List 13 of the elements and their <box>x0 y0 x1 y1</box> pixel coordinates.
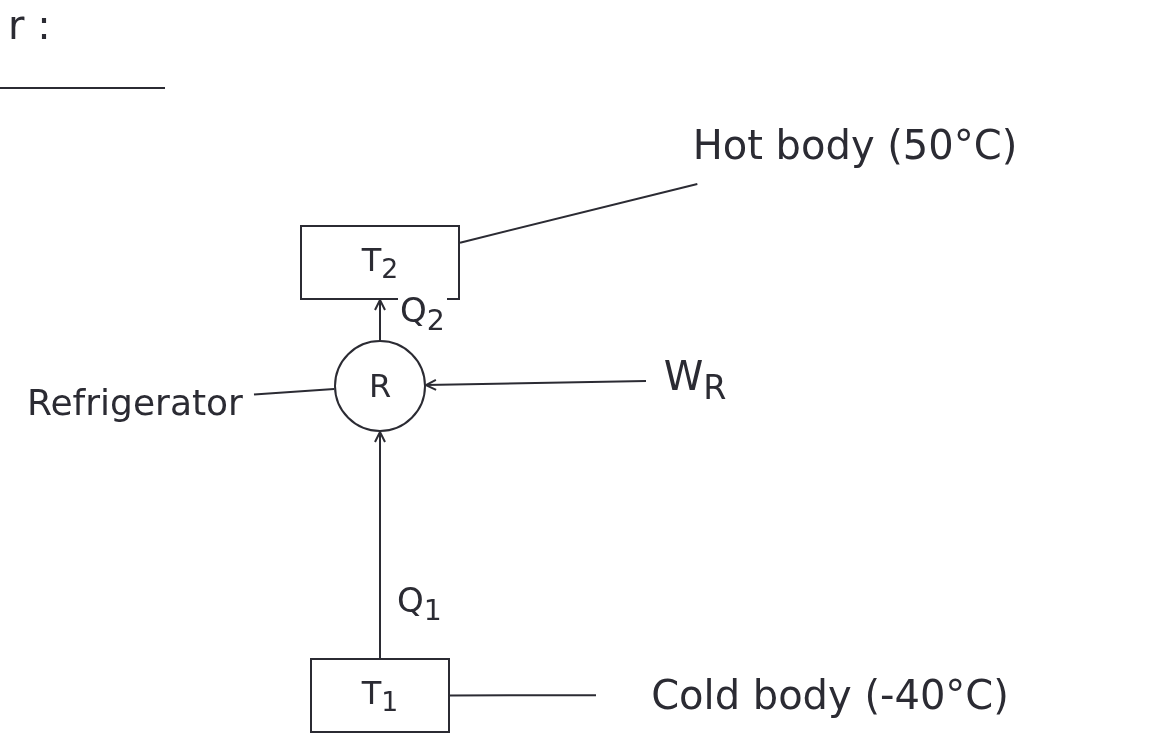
leader-line <box>459 183 699 244</box>
leader-line <box>253 388 336 396</box>
node-label: Cold body (-40°C) <box>651 672 1009 718</box>
arrow <box>374 431 386 659</box>
arrow <box>374 299 386 341</box>
leader-line <box>449 694 597 697</box>
reservoir-box: T$_{1}$ <box>310 658 450 733</box>
refrigerator-circle: R <box>334 340 426 432</box>
node-label: W$_{R}$ <box>663 353 727 407</box>
heading-text: r : <box>8 2 51 48</box>
arrow <box>425 378 647 391</box>
node-label: Refrigerator <box>27 382 243 423</box>
node-label: Hot body (50°C) <box>692 122 1018 168</box>
